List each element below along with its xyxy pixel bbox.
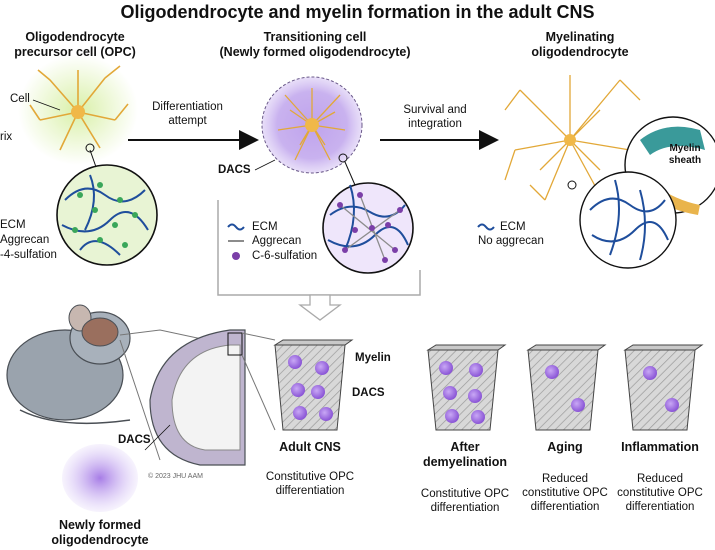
myelinating-heading-line1: Myelinating xyxy=(545,30,615,44)
newly-formed-line1: Newly formed xyxy=(59,518,141,532)
aging-desc-line3: differentiation xyxy=(530,501,600,513)
inflammation-name: Inflammation xyxy=(621,440,699,454)
adult-cns-desc: Constitutive OPC differentiation xyxy=(250,470,370,498)
aging-desc: Reduced constitutive OPC differentiation xyxy=(510,472,620,514)
inflammation-desc-line1: Reduced xyxy=(636,473,684,485)
down-arrow-icon xyxy=(298,294,342,321)
after-demyelination-line2: demyelination xyxy=(422,455,508,469)
dacs-label-top: DACS xyxy=(218,164,251,176)
arrow1-line1: Differentiation xyxy=(152,101,223,113)
mouse-illustration xyxy=(6,304,131,425)
arrow2-line1: Survival and xyxy=(403,104,467,116)
newly-formed-label: Newly formed oligodendrocyte xyxy=(30,518,170,548)
opc-legend-ecm: ECM xyxy=(0,219,26,231)
transition-heading-line2: (Newly formed oligodendrocyte) xyxy=(219,45,411,59)
opc-legend-sulfation: -4-sulfation xyxy=(0,249,57,261)
transition-heading: Transitioning cell (Newly formed oligode… xyxy=(195,30,435,60)
inflammation-block xyxy=(623,344,704,431)
aging-desc-line1: Reduced xyxy=(541,473,589,485)
opc-cell-icon xyxy=(29,65,129,151)
myelin-sheath-label: Myelin sheath xyxy=(660,143,710,167)
dacs-label-bottom: DACS xyxy=(118,434,151,446)
arrow2-label: Survival and integration xyxy=(385,103,485,131)
inflammation-desc-line2: constitutive OPC xyxy=(617,487,703,499)
arrow1-label: Differentiation attempt xyxy=(130,100,245,128)
opc-heading: Oligodendrocyte precursor cell (OPC) xyxy=(0,30,150,60)
after-desc-line1: Constitutive OPC xyxy=(420,488,510,500)
myelinating-heading-line2: oligodendrocyte xyxy=(531,45,629,59)
transition-legend-sulfation: C-6-sulfation xyxy=(252,250,318,262)
aging-name: Aging xyxy=(547,440,583,454)
opc-heading-line1: Oligodendrocyte xyxy=(25,30,125,44)
adult-cns-name: Adult CNS xyxy=(279,440,341,454)
after-demyelination-desc: Constitutive OPC differentiation xyxy=(410,487,520,515)
after-desc-line2: differentiation xyxy=(430,502,500,514)
adult-desc-line2: differentiation xyxy=(275,485,345,497)
inflammation-desc: Reduced constitutive OPC differentiation xyxy=(605,472,715,514)
matrix-label: rix xyxy=(0,131,13,143)
adult-desc-line1: Constitutive OPC xyxy=(265,471,355,483)
myelin-matrix-inset xyxy=(579,171,677,269)
dacs-label-block: DACS xyxy=(352,387,385,399)
transition-legend-aggrecan: Aggrecan xyxy=(252,235,302,247)
aging-desc-line2: constitutive OPC xyxy=(522,487,608,499)
myelin-label: Myelin xyxy=(355,352,391,364)
inflammation-desc-line3: differentiation xyxy=(625,501,695,513)
opc-legend-aggrecan: Aggrecan xyxy=(0,234,50,246)
transition-legend-ecm: ECM xyxy=(252,221,278,233)
transitioning-cell-icon xyxy=(277,88,346,161)
myelin-legend-no-aggrecan: No aggrecan xyxy=(478,235,544,247)
transition-heading-line1: Transitioning cell xyxy=(263,30,367,44)
opc-heading-line2: precursor cell (OPC) xyxy=(14,45,136,59)
opc-matrix-inset xyxy=(56,164,158,266)
myelinating-heading: Myelinating oligodendrocyte xyxy=(505,30,655,60)
myelin-sheath-line1: Myelin xyxy=(669,143,701,154)
page-title: Oligodendrocyte and myelin formation in … xyxy=(120,2,595,22)
cell-label: Cell xyxy=(10,93,30,105)
aging-block xyxy=(526,344,607,431)
illustrator-signature: © 2023 JHU AAM xyxy=(148,473,203,480)
myelin-legend-ecm: ECM xyxy=(500,221,526,233)
after-demyelination-block xyxy=(426,344,507,431)
arrow1-line2: attempt xyxy=(168,115,207,127)
newly-formed-line2: oligodendrocyte xyxy=(51,533,149,547)
newly-formed-blob xyxy=(62,444,138,512)
arrow2-line2: integration xyxy=(408,118,462,130)
after-demyelination-line1: After xyxy=(450,440,480,454)
adult-cns-block xyxy=(274,344,346,431)
myelin-sheath-line2: sheath xyxy=(668,155,702,166)
after-demyelination-name: After demyelination xyxy=(410,440,520,470)
